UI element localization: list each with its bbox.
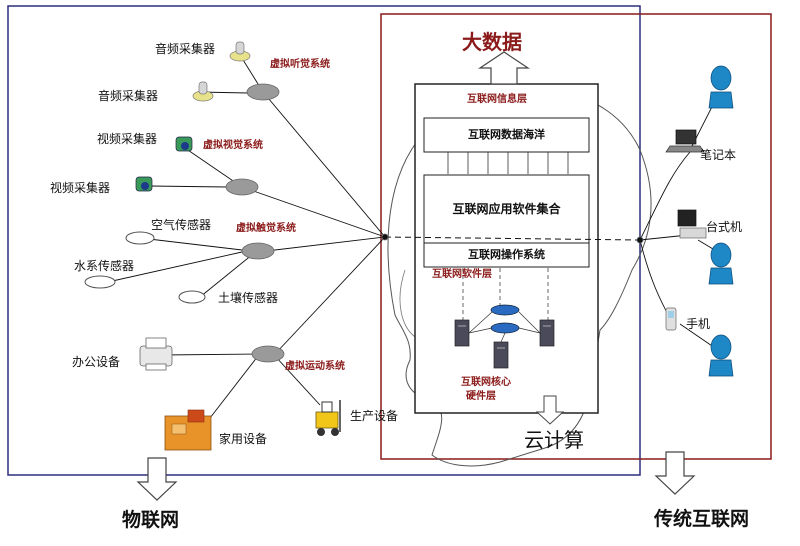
camera-icon bbox=[175, 136, 193, 152]
info-layer-label: 互联网信息层 bbox=[467, 94, 527, 105]
data-ocean-label: 互联网数据海洋 bbox=[468, 128, 545, 141]
sensor-water: 水系传感器 bbox=[74, 259, 135, 273]
server-links bbox=[468, 311, 541, 343]
hardware-layer-label-2: 硬件层 bbox=[466, 391, 496, 402]
software-layer-label: 互联网软件层 bbox=[432, 269, 492, 280]
device-office: 办公设备 bbox=[72, 355, 121, 369]
cloud-arrow bbox=[535, 395, 565, 425]
big-data-title: 大数据 bbox=[462, 30, 522, 54]
sensor-ovals bbox=[84, 231, 206, 304]
server-icon bbox=[454, 319, 470, 347]
os-label: 互联网操作系统 bbox=[468, 248, 545, 261]
device-production: 生产设备 bbox=[350, 409, 399, 423]
center-dashed-line bbox=[384, 236, 641, 241]
device-laptop-label: 笔记本 bbox=[700, 148, 737, 162]
hub-motion bbox=[251, 345, 285, 363]
data-ocean-box bbox=[423, 117, 590, 153]
sensor-air: 空气传感器 bbox=[151, 218, 212, 232]
traditional-internet-label: 传统互联网 bbox=[654, 508, 750, 530]
person-icon bbox=[708, 65, 734, 109]
device-home: 家用设备 bbox=[219, 432, 268, 446]
system-vision: 虚拟视觉系统 bbox=[203, 140, 263, 151]
internet-arrow bbox=[654, 451, 696, 495]
server-icon bbox=[493, 341, 509, 369]
hub-center-left bbox=[381, 233, 389, 241]
hub-vision bbox=[225, 178, 259, 196]
system-hearing: 虚拟听觉系统 bbox=[270, 59, 330, 70]
hub-nodes bbox=[225, 83, 644, 363]
iot-connection-lines bbox=[107, 54, 386, 419]
microphone-icon bbox=[192, 81, 214, 102]
person-icon bbox=[708, 334, 734, 377]
app-software-label: 互联网应用软件集合 bbox=[452, 202, 561, 216]
forklift-icon bbox=[315, 400, 341, 436]
hub-center-right bbox=[636, 236, 644, 244]
iot-label: 物联网 bbox=[122, 509, 180, 531]
laptop-icon bbox=[665, 129, 705, 153]
iot-arrow bbox=[136, 457, 178, 501]
phone-icon bbox=[665, 307, 677, 331]
app-software-box bbox=[423, 174, 590, 268]
sensor-video-1: 视频采集器 bbox=[97, 132, 158, 146]
appliance-icon bbox=[164, 409, 212, 451]
internet-frame bbox=[380, 13, 772, 460]
device-desktop-label: 台式机 bbox=[706, 220, 743, 234]
rack-dashed-links bbox=[462, 268, 549, 320]
hub-touch bbox=[241, 242, 275, 260]
sensor-audio-1: 音频采集器 bbox=[155, 42, 216, 56]
microphone-icon bbox=[229, 41, 251, 62]
sensor-video-2: 视频采集器 bbox=[50, 181, 111, 195]
cloud-computing-label: 云计算 bbox=[524, 428, 584, 452]
hardware-layer-label-1: 互联网核心 bbox=[461, 377, 511, 388]
data-flow-arrows bbox=[447, 152, 569, 174]
hub-hearing bbox=[246, 83, 280, 101]
system-touch: 虚拟触觉系统 bbox=[236, 223, 296, 234]
person-icon bbox=[708, 242, 734, 285]
printer-icon bbox=[139, 337, 173, 371]
system-motion: 虚拟运动系统 bbox=[285, 361, 345, 372]
big-data-arrow bbox=[478, 51, 530, 85]
sensor-soil: 土壤传感器 bbox=[218, 291, 279, 305]
desktop-icon bbox=[677, 209, 707, 239]
device-phone-label: 手机 bbox=[686, 317, 711, 331]
camera-icon bbox=[135, 176, 153, 192]
sensor-audio-2: 音频采集器 bbox=[98, 89, 159, 103]
server-icon bbox=[539, 319, 555, 347]
